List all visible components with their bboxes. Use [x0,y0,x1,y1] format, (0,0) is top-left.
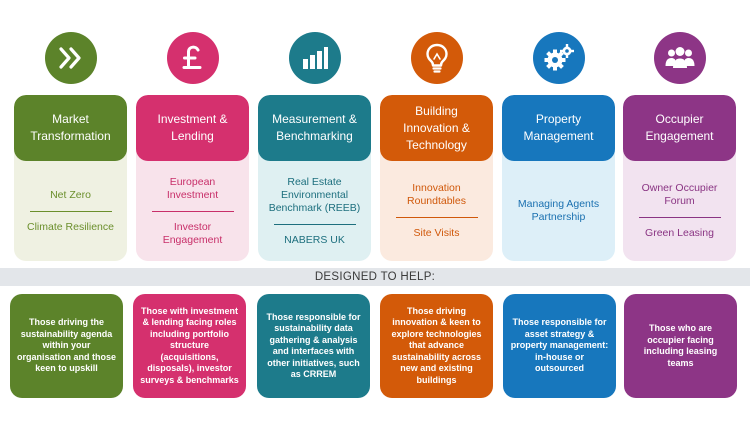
double-chevron-right-icon [56,43,86,73]
pillar-title: Market Transformation [14,95,127,161]
pillar-item-net-zero: Net Zero [50,188,91,201]
light-bulb-icon [423,42,451,74]
pillar-items: Managing Agents Partnership [502,161,615,261]
pillar-item-nabers-uk: NABERS UK [284,233,345,246]
icon-badge [45,32,97,84]
pillar-title: Property Management [502,95,615,161]
help-card-investment-lending: Those with investment & lending facing r… [133,294,246,398]
help-card-measurement-benchmarking: Those responsible for sustainability dat… [257,294,370,398]
designed-to-help-banner: DESIGNED TO HELP: [0,268,750,286]
help-card-occupier-engagement: Those who are occupier facing including … [624,294,737,398]
gears-icon [543,43,575,73]
pillar-item-managing-agents-partnership: Managing Agents Partnership [517,198,600,223]
pillar-item-site-visits: Site Visits [413,227,460,239]
icon-badge [167,32,219,84]
item-divider [395,217,478,218]
icon-badge [411,32,463,84]
pillar-item-real-estate-environmental-benchmark-reeb: Real Estate Environmental Benchmark (REE… [268,175,361,214]
help-card-property-management: Those responsible for asset strategy & p… [503,294,616,398]
icon-badge [289,32,341,84]
pillar-item-innovation-roundtables: Innovation Roundtables [407,182,466,207]
pillar-item-green-leasing: Green Leasing [645,227,714,239]
pillar-title: Investment & Lending [136,95,249,161]
pillar-title: Occupier Engagement [623,95,736,161]
help-card-market-transformation: Those driving the sustainability agenda … [10,294,123,398]
item-divider [151,210,234,212]
item-divider [638,217,721,218]
pillar-item-climate-resilience: Climate Resilience [27,220,114,233]
people-group-icon [664,44,696,72]
help-card-building-innovation: Those driving innovation & keen to explo… [380,294,493,398]
pillar-item-investor-engagement: Investor Engagement [162,220,223,246]
pillar-item-owner-occupier-forum: Owner Occupier Forum [641,182,718,207]
icon-badge [654,32,706,84]
item-divider [29,210,112,212]
pound-sign-icon [178,42,208,74]
pillar-title: Measurement & Benchmarking [258,95,371,161]
item-divider [273,223,356,225]
icon-badge [533,32,585,84]
pillar-items: Real Estate Environmental Benchmark (REE… [258,161,371,261]
pillar-title: Building Innovation & Technology [380,95,493,161]
pillar-item-european-investment: European Investment [166,175,219,201]
bar-chart-icon [300,44,330,72]
